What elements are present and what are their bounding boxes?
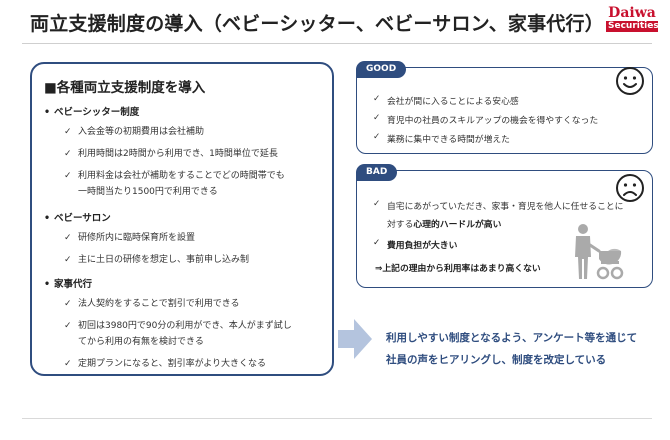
section-babysalon: •ベビーサロン (44, 210, 111, 224)
result-text: ⇒上記の理由から利用率はあまり高くない (375, 264, 541, 274)
logo-line2: Securities (606, 21, 659, 32)
check-icon: ✓ (64, 149, 72, 159)
smiley-face-icon (616, 67, 644, 95)
conclusion-line2: 社員の声をヒアリングし、制度を改定している (386, 354, 607, 366)
daiwa-logo: Daiwa Securities (606, 5, 659, 32)
check-icon: ✓ (64, 359, 72, 369)
list-item-continued: てから利用の有無を検討できる (78, 337, 204, 347)
right-arrow-icon (338, 319, 372, 359)
section-babysitter: •ベビーシッター制度 (44, 104, 139, 118)
check-icon: ✓ (64, 233, 72, 243)
good-panel: GOOD ✓会社が間に入ることによる安心感 ✓育児中の社員のスキルアップの機会を… (356, 61, 653, 154)
list-item: ✓初回は3980円で90分の利用ができ、本人がまず試し (64, 318, 292, 334)
title-divider (22, 43, 652, 44)
sad-face-icon (616, 174, 644, 202)
check-icon: ✓ (64, 255, 72, 265)
bad-panel: BAD ✓自宅にあがっていただき、家事・育児を他人に任せることに 対する心理的ハ… (356, 164, 653, 288)
list-item: ✓育児中の社員のスキルアップの機会を得やすくなった (373, 113, 599, 126)
check-icon: ✓ (64, 321, 72, 331)
check-icon: ✓ (64, 299, 72, 309)
check-icon: ✓ (64, 171, 72, 181)
list-item: ✓業務に集中できる時間が増えた (373, 132, 510, 145)
section-title: 家事代行 (54, 279, 93, 290)
list-item: ✓費用負担が大きい (373, 238, 458, 251)
page-title: 両立支援制度の導入（ベビーシッター、ベビーサロン、家事代行） (30, 13, 604, 35)
bullet-icon: • (44, 107, 51, 118)
list-item-continued: 一時間当たり1500円で利用できる (78, 187, 218, 197)
check-icon: ✓ (64, 127, 72, 137)
section-title: ベビーシッター制度 (54, 107, 140, 118)
footer-divider (22, 418, 652, 419)
check-icon: ✓ (373, 94, 381, 104)
list-item: ✓法人契約をすることで割引で利用できる (64, 296, 240, 312)
check-icon: ✓ (373, 113, 381, 123)
emphasis-text: 心理的ハードルが高い (413, 220, 502, 230)
list-item: ✓自宅にあがっていただき、家事・育児を他人に任せることに (373, 199, 624, 212)
logo-line1: Daiwa (608, 5, 656, 21)
conclusion-line1: 利用しやすい制度となるよう、アンケート等を通じて (386, 332, 638, 344)
check-icon: ✓ (373, 199, 381, 209)
list-item: ✓会社が間に入ることによる安心感 (373, 94, 519, 107)
list-item: ✓利用料金は会社が補助をすることでどの時間帯でも (64, 168, 285, 184)
bullet-icon: • (44, 279, 51, 290)
panel-heading: ■各種両立支援制度を導入 (44, 80, 206, 96)
list-item: ✓利用時間は2時間から利用でき、1時間単位で延長 (64, 146, 278, 162)
parent-with-stroller-icon (575, 224, 624, 280)
bullet-icon: • (44, 213, 51, 224)
check-icon: ✓ (373, 238, 381, 248)
list-item: ✓研修所内に臨時保育所を設置 (64, 230, 195, 246)
list-item-continued: 対する心理的ハードルが高い (387, 220, 502, 230)
list-item: ✓定期プランになると、割引率がより大きくなる (64, 356, 266, 372)
list-item: ✓主に土日の研修を想定し、事前申し込み制 (64, 252, 249, 268)
bad-tag: BAD (356, 164, 398, 181)
check-icon: ✓ (373, 132, 381, 142)
list-item: ✓入会金等の初期費用は会社補助 (64, 124, 204, 140)
section-housekeeping: •家事代行 (44, 276, 92, 290)
good-tag: GOOD (356, 61, 407, 78)
support-programs-panel: ■各種両立支援制度を導入 •ベビーシッター制度 ✓入会金等の初期費用は会社補助 … (30, 62, 334, 376)
section-title: ベビーサロン (54, 213, 111, 224)
